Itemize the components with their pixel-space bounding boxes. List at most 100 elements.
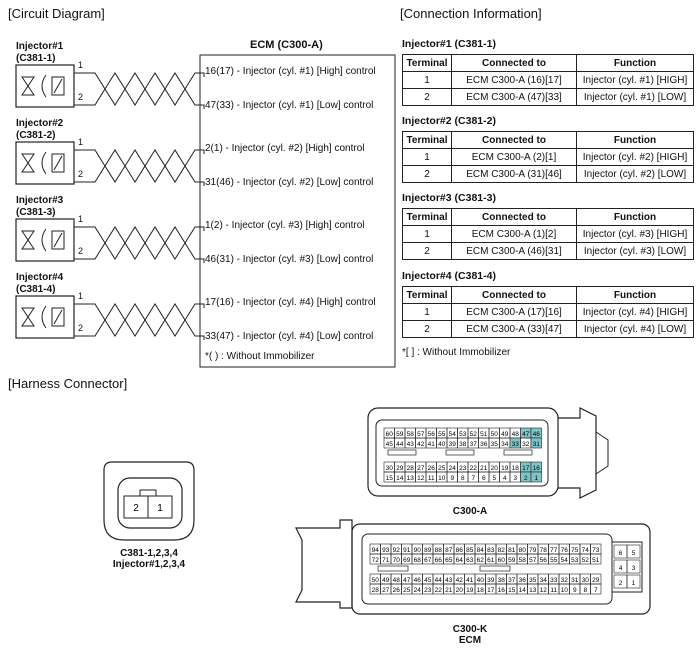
c300k-pin-number: 25 (403, 587, 411, 594)
c300k-pin-number: 59 (508, 557, 516, 564)
injector-label: Injector#4(C381-4) (16, 272, 64, 295)
c300k-pin-number: 19 (466, 587, 474, 594)
injector-valve-icon (21, 76, 35, 96)
c300k-pin-number: 18 (477, 587, 485, 594)
c300a-pin-number: 41 (428, 441, 436, 448)
c300a-pin-number: 12 (417, 475, 425, 482)
injector-pin-number: 2 (133, 503, 139, 514)
injector-latch (139, 489, 157, 497)
c300k-pin-number: 93 (382, 547, 390, 554)
c300a-pin-number: 31 (533, 441, 541, 448)
c300k-aux-number: 1 (632, 580, 636, 587)
c300a-pin-number: 7 (471, 475, 475, 482)
c300k-pin-number: 91 (403, 547, 411, 554)
c300k-pin-number: 55 (550, 557, 558, 564)
injector-symbol (15, 295, 75, 339)
c300k-pin-number: 89 (424, 547, 432, 554)
twisted-wire (78, 72, 200, 106)
c300k-pin-number: 42 (456, 577, 464, 584)
c300a-lever (595, 431, 609, 475)
c300k-pin-number: 86 (456, 547, 464, 554)
c300k-pin-number: 82 (498, 547, 506, 554)
c300a-pin-number: 53 (459, 431, 467, 438)
c300a-key (503, 449, 533, 456)
ecm-title: ECM (C300-A) (250, 39, 323, 51)
table-title: Injector#3 (C381-3) (402, 192, 496, 204)
c300a-pin-number: 47 (522, 431, 530, 438)
twisted-wire (78, 226, 200, 260)
injector-coil-line (53, 309, 63, 325)
c300a-pin-number: 60 (386, 431, 394, 438)
c300a-pin-number: 48 (512, 431, 520, 438)
c300a-pin-number: 21 (480, 465, 488, 472)
connection-info-title: [Connection Information] (400, 6, 542, 21)
c300k-pin-number: 60 (498, 557, 506, 564)
c300k-pin-number: 39 (487, 577, 495, 584)
c300a-pin-number: 42 (417, 441, 425, 448)
pin-number: 2 (78, 323, 84, 333)
injector-coil (51, 76, 65, 96)
ecm-pin-tick (200, 335, 205, 340)
c300k-pin-number: 77 (550, 547, 558, 554)
table-note: *[ ] : Without Immobilizer (402, 347, 511, 358)
c300k-pin-number: 34 (540, 577, 548, 584)
c300a-pin-number: 3 (513, 475, 517, 482)
c300k-key (479, 565, 511, 572)
injector-arc-icon (41, 74, 47, 98)
c300a-pin-cell (530, 437, 542, 449)
c300k-pin-number: 45 (424, 577, 432, 584)
c300k-pin-number: 31 (571, 577, 579, 584)
injector-pin-cell (147, 495, 173, 519)
c300a-pin-number: 17 (522, 465, 530, 472)
c300k-pin-number: 26 (393, 587, 401, 594)
c300k-pin-number: 40 (477, 577, 485, 584)
c300k-pin-number: 16 (498, 587, 506, 594)
c300k-pin-cell (590, 553, 602, 565)
injector-symbol (15, 141, 75, 185)
c300k-pin-number: 64 (456, 557, 464, 564)
c300a-pin-number: 50 (491, 431, 499, 438)
c300a-pin-number: 36 (480, 441, 488, 448)
c300k-pin-number: 83 (487, 547, 495, 554)
c300a-pin-number: 13 (407, 475, 415, 482)
c300a-pin-number: 43 (407, 441, 415, 448)
c300k-pin-number: 20 (456, 587, 464, 594)
injector-valve-icon (21, 230, 35, 250)
c300k-pin-number: 35 (529, 577, 537, 584)
table-title: Injector#2 (C381-2) (402, 115, 496, 127)
c300a-pin-number: 16 (533, 465, 541, 472)
ecm-pin-tick (200, 104, 205, 109)
ecm-pin-row: 47(33) - Injector (cyl. #1) [Low] contro… (205, 100, 374, 111)
c300a-pin-number: 6 (482, 475, 486, 482)
c300a-pin-number: 25 (438, 465, 446, 472)
c300k-pin-number: 69 (403, 557, 411, 564)
ecm-note: *( ) : Without Immobilizer (205, 351, 315, 362)
c300k-pin-number: 41 (466, 577, 474, 584)
c300a-pin-number: 14 (396, 475, 404, 482)
c300a-pin-number: 45 (386, 441, 394, 448)
injector-coil (51, 230, 65, 250)
ecm-pin-row: 16(17) - Injector (cyl. #1) [High] contr… (205, 66, 376, 77)
circuit-diagram-title: [Circuit Diagram] (8, 6, 105, 21)
injector-connector-caption: C381-1,2,3,4 Injector#1,2,3,4 (112, 548, 186, 570)
c300a-pin-number: 1 (534, 475, 538, 482)
c300k-pin-number: 57 (529, 557, 537, 564)
injector-coil (51, 307, 65, 327)
c300k-pin-number: 21 (445, 587, 453, 594)
c300k-pin-number: 43 (445, 577, 453, 584)
c300k-pin-number: 63 (466, 557, 474, 564)
injector-label: Injector#3(C381-3) (16, 195, 64, 218)
c300k-pin-number: 7 (594, 587, 598, 594)
c300k-pin-number: 66 (435, 557, 443, 564)
c300k-pin-number: 78 (540, 547, 548, 554)
c300a-pin-number: 33 (512, 441, 520, 448)
ecm-pin-tick (200, 72, 205, 77)
c300a-pin-number: 23 (459, 465, 467, 472)
pin-number: 2 (78, 246, 84, 256)
c300a-pin-number: 59 (396, 431, 404, 438)
